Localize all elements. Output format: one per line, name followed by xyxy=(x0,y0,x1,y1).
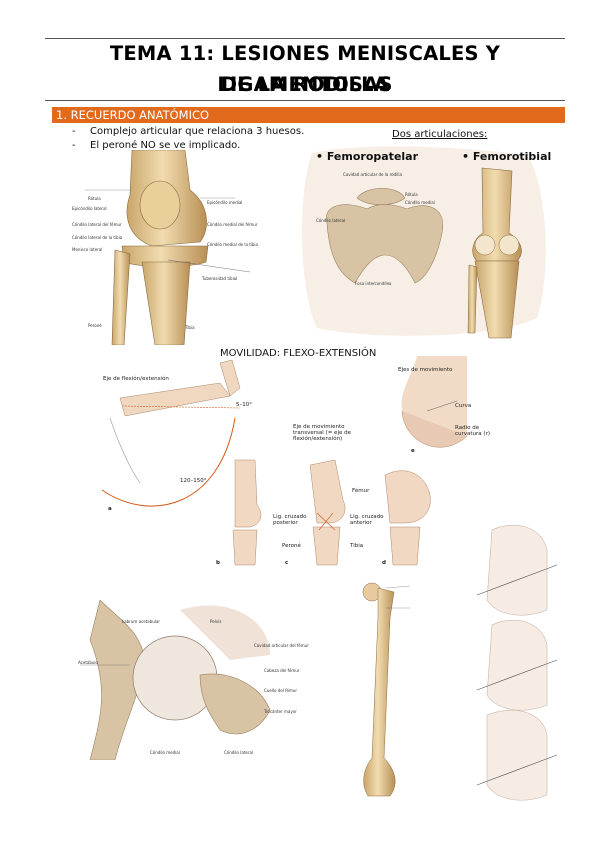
bullet-list: Complejo articular que relaciona 3 hueso… xyxy=(72,125,304,153)
panel-letter: a xyxy=(108,506,112,512)
acl-label: Lig. cruzado anterior xyxy=(350,514,384,526)
knee-label: Tibia xyxy=(185,325,195,330)
section-header: 1. RECUERDO ANATÓMICO xyxy=(52,107,565,123)
transverse-axis-label: Eje de movimiento transversal (= eje de … xyxy=(293,424,351,442)
radius-label: Radio de curvatura (r) xyxy=(455,425,490,437)
hip-label: Cavidad articular del fémur xyxy=(254,643,309,648)
joints-panel xyxy=(301,146,546,339)
femorotibial-label: • Femorotibial xyxy=(462,150,552,163)
foot-sketches-figure xyxy=(476,524,558,801)
hip-label: Cóndilo lateral xyxy=(224,750,254,755)
patella-label: Cóndilo medial xyxy=(405,200,435,205)
top-rule xyxy=(45,38,565,39)
page-title-line2: DE LA RODILLA xyxy=(220,73,390,96)
patella-label: Cóndilo lateral xyxy=(316,218,346,223)
bullet-item: Complejo articular que relaciona 3 hueso… xyxy=(72,125,304,139)
two-joints-heading: Dos articulaciones: xyxy=(392,129,488,140)
knee-label: Peroné xyxy=(88,323,102,328)
hip-label: Trocánter mayor xyxy=(264,709,297,714)
knee-label: Tuberosidad tibial xyxy=(202,276,238,281)
fibula-label: Peroné xyxy=(282,543,301,549)
curvature-figure xyxy=(401,356,468,448)
bottom-rule xyxy=(45,100,565,101)
hip-label: Labrum acetabular xyxy=(122,619,160,624)
knee-label: Epicóndilo medial xyxy=(207,200,243,205)
bullet-item: El peroné NO se ve implicado. xyxy=(72,139,304,153)
hip-label: Cuello del fémur xyxy=(264,688,298,693)
knee-anterior-figure xyxy=(85,150,251,345)
hip-label: Pelvis xyxy=(210,619,222,624)
knee-label: Cóndilo lateral de la tibia xyxy=(72,235,123,240)
mobility-heading: MOVILIDAD: FLEXO-EXTENSIÓN xyxy=(220,348,377,359)
hip-label: Acetábulo xyxy=(78,660,98,665)
knee-label: Menisco lateral xyxy=(72,247,103,252)
panel-letter: e xyxy=(411,448,415,454)
axes-label: Ejes de movimiento xyxy=(398,367,453,373)
knee-label: Epicóndilo lateral xyxy=(72,206,107,211)
flexion-extension-figure xyxy=(101,359,241,507)
knee-label: Cóndilo medial del fémur xyxy=(207,222,258,227)
panel-letter: b xyxy=(216,560,220,566)
curve-label: Curva xyxy=(455,403,472,409)
knee-label: Cóndilo medial de la tibia xyxy=(207,242,258,247)
femur-label: Fémur xyxy=(352,488,370,494)
tibia-label: Tibia xyxy=(350,543,364,549)
knee-label: Rótula xyxy=(88,196,101,201)
page-title-line1: TEMA 11: LESIONES MENISCALES Y LIGAMENTO… xyxy=(109,42,501,96)
femoropatelar-label: • Femoropatelar xyxy=(316,150,419,163)
section-title: 1. RECUERDO ANATÓMICO xyxy=(56,108,210,122)
cruciate-ligament-figures xyxy=(232,459,431,566)
hip-label: Cabeza del fémur xyxy=(264,668,300,673)
femur-figure xyxy=(362,582,411,797)
patella-label: Fosa intercondílea xyxy=(355,281,392,286)
panel-letter: c xyxy=(285,560,289,566)
hip-joint-figure xyxy=(80,600,271,760)
patella-label: Cavidad articular de la rodilla xyxy=(343,172,402,177)
panel-letter: d xyxy=(382,560,386,566)
axis-label: Eje de flexión/extensión xyxy=(103,376,169,382)
patella-label: Rótula xyxy=(405,192,418,197)
angle-label: 5–10° xyxy=(236,402,252,408)
pcl-label: Lig. cruzado posterior xyxy=(273,514,307,526)
knee-label: Cóndilo lateral del fémur xyxy=(72,222,122,227)
hip-label: Cóndilo medial xyxy=(150,750,180,755)
angle-label: 120–150° xyxy=(180,478,207,484)
